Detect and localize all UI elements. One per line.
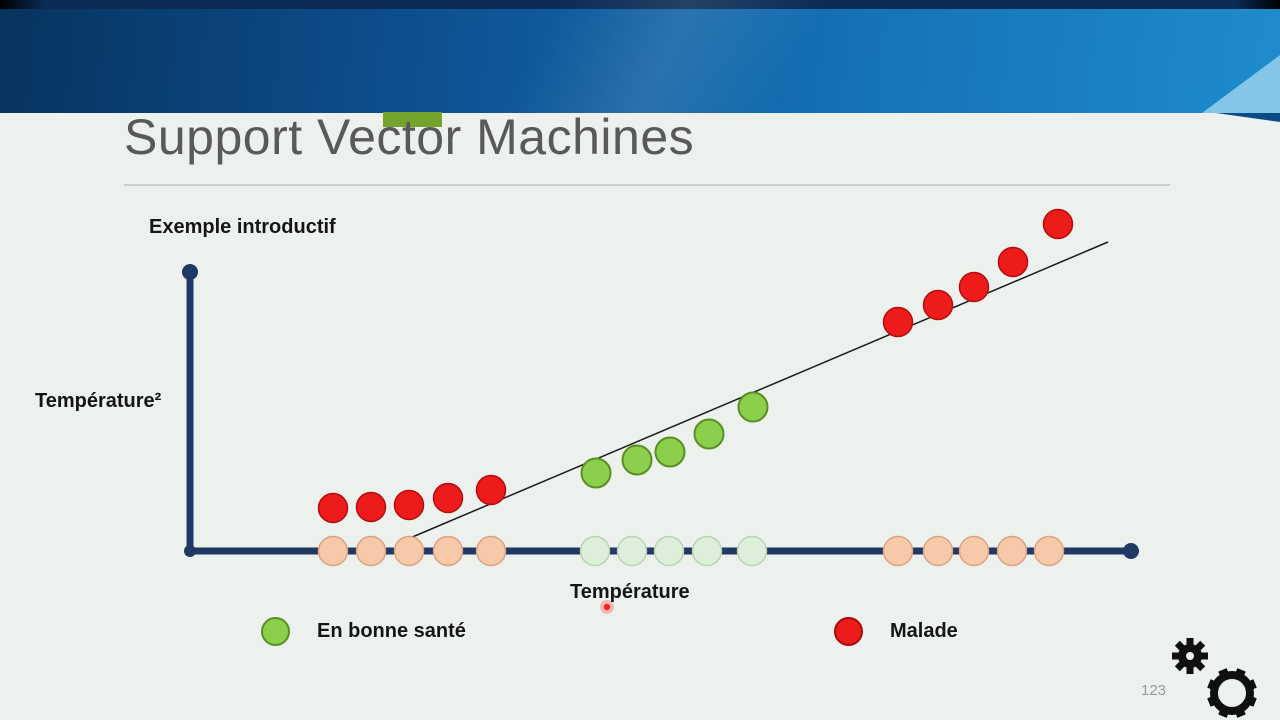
data-point-projection-axe-droite bbox=[958, 535, 990, 567]
data-point-projection-axe-milieu bbox=[653, 535, 685, 567]
data-point-malade-gauche bbox=[317, 492, 349, 524]
data-point-projection-axe-milieu bbox=[736, 535, 768, 567]
axis-end-dot bbox=[184, 545, 196, 557]
title-highlight-mark bbox=[383, 112, 442, 127]
data-point-projection-axe-droite bbox=[882, 535, 914, 567]
page-curl-icon bbox=[1202, 55, 1280, 113]
header-band bbox=[0, 0, 1280, 113]
data-point-projection-axe-droite bbox=[922, 535, 954, 567]
title-block: Support Vector Machines bbox=[124, 108, 694, 166]
legend-item-sick: Malade bbox=[834, 617, 958, 646]
legend-item-healthy: En bonne santé bbox=[261, 617, 466, 646]
data-point-en-bonne-sante bbox=[654, 436, 686, 468]
data-point-en-bonne-sante bbox=[693, 418, 725, 450]
data-point-projection-axe-milieu bbox=[691, 535, 723, 567]
data-point-malade-droite bbox=[922, 289, 954, 321]
data-point-projection-axe-milieu bbox=[616, 535, 648, 567]
legend-label-sick: Malade bbox=[890, 620, 958, 642]
data-point-projection-axe-gauche bbox=[355, 535, 387, 567]
data-point-malade-droite bbox=[997, 246, 1029, 278]
data-point-malade-gauche bbox=[393, 489, 425, 521]
axis-end-dot bbox=[1123, 543, 1139, 559]
laser-pointer-dot bbox=[603, 603, 611, 611]
slide-title: Support Vector Machines bbox=[124, 109, 695, 165]
data-point-en-bonne-sante bbox=[737, 391, 769, 423]
legend-swatch-sick-icon bbox=[834, 617, 863, 646]
legend-label-healthy: En bonne santé bbox=[317, 620, 466, 642]
y-axis-label: Température² bbox=[35, 390, 162, 412]
data-point-projection-axe-droite bbox=[996, 535, 1028, 567]
data-point-en-bonne-sante bbox=[621, 444, 653, 476]
data-point-malade-droite bbox=[1042, 208, 1074, 240]
data-point-malade-droite bbox=[882, 306, 914, 338]
data-point-projection-axe-milieu bbox=[579, 535, 611, 567]
title-divider bbox=[124, 184, 1170, 186]
page-curl-shadow bbox=[1216, 113, 1280, 122]
axis-end-dot bbox=[182, 264, 198, 280]
data-point-projection-axe-gauche bbox=[432, 535, 464, 567]
gear-icon-large bbox=[1207, 668, 1257, 718]
gear-icon-small bbox=[1172, 638, 1208, 674]
chart-subtitle: Exemple introductif bbox=[149, 216, 336, 238]
data-point-malade-droite bbox=[958, 271, 990, 303]
legend-swatch-healthy-icon bbox=[261, 617, 290, 646]
data-point-malade-gauche bbox=[355, 491, 387, 523]
data-point-en-bonne-sante bbox=[580, 457, 612, 489]
x-axis-label: Température bbox=[570, 581, 690, 603]
page-number: 123 bbox=[1141, 682, 1167, 699]
data-point-malade-gauche bbox=[475, 474, 507, 506]
separator-line bbox=[402, 241, 1109, 542]
data-point-malade-gauche bbox=[432, 482, 464, 514]
data-point-projection-axe-gauche bbox=[475, 535, 507, 567]
data-point-projection-axe-gauche bbox=[393, 535, 425, 567]
data-point-projection-axe-droite bbox=[1033, 535, 1065, 567]
data-point-projection-axe-gauche bbox=[317, 535, 349, 567]
